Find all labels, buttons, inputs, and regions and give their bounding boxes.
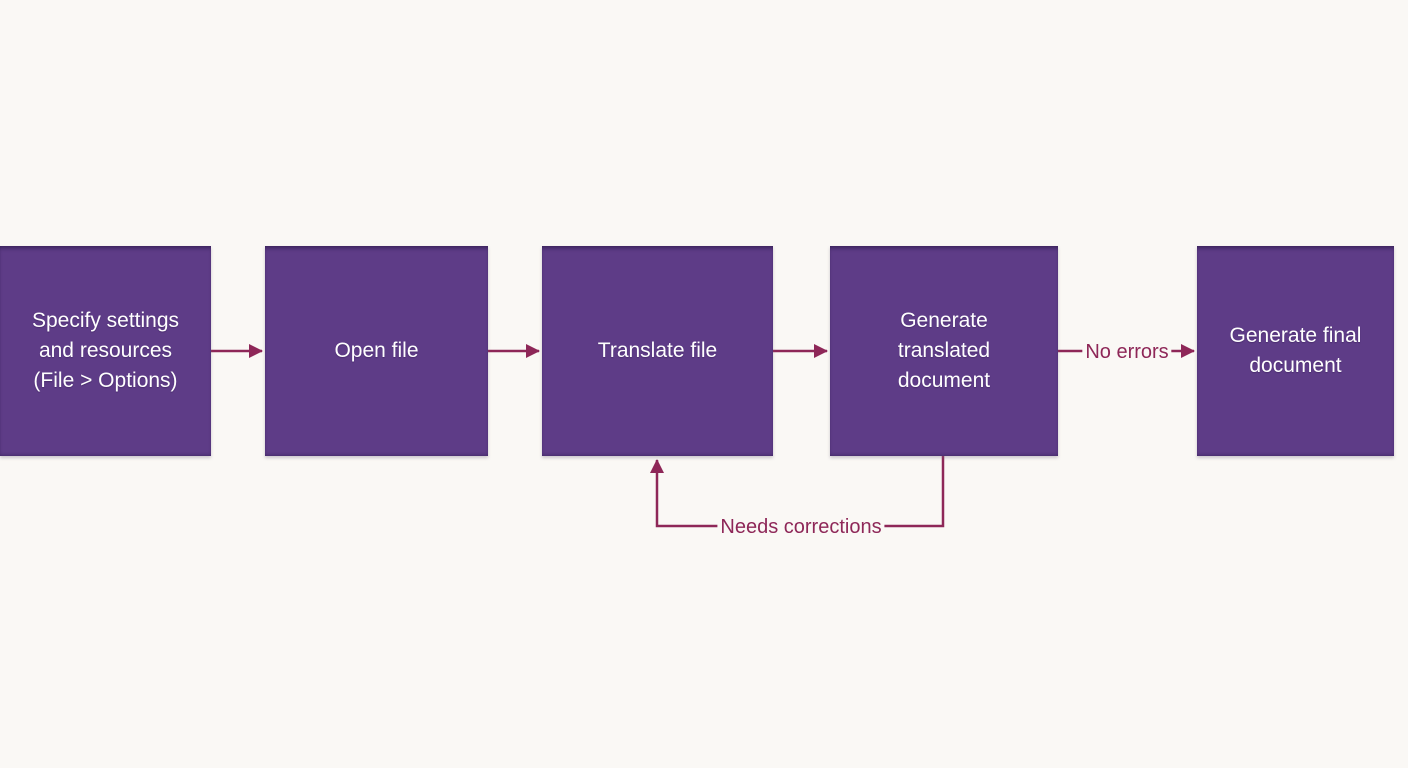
node-translate-file: Translate file (542, 246, 773, 456)
node-generate-final-document-label: Generate final document (1229, 324, 1362, 377)
node-generate-translated-document-label: Generate translated document (897, 309, 991, 392)
connector-label-needs-corrections: Needs corrections (717, 516, 885, 538)
node-open-file-label: Open file (334, 339, 419, 362)
connector-label-no-errors: No errors (1082, 341, 1172, 363)
node-open-file: Open file (265, 246, 488, 456)
node-translate-file-label: Translate file (597, 339, 718, 362)
node-generate-translated-document: Generate translated document (830, 246, 1058, 456)
node-generate-final-document: Generate final document (1197, 246, 1394, 456)
node-specify-settings-label: Specify settings and resources (File > O… (31, 309, 180, 392)
node-specify-settings: Specify settings and resources (File > O… (0, 246, 211, 456)
